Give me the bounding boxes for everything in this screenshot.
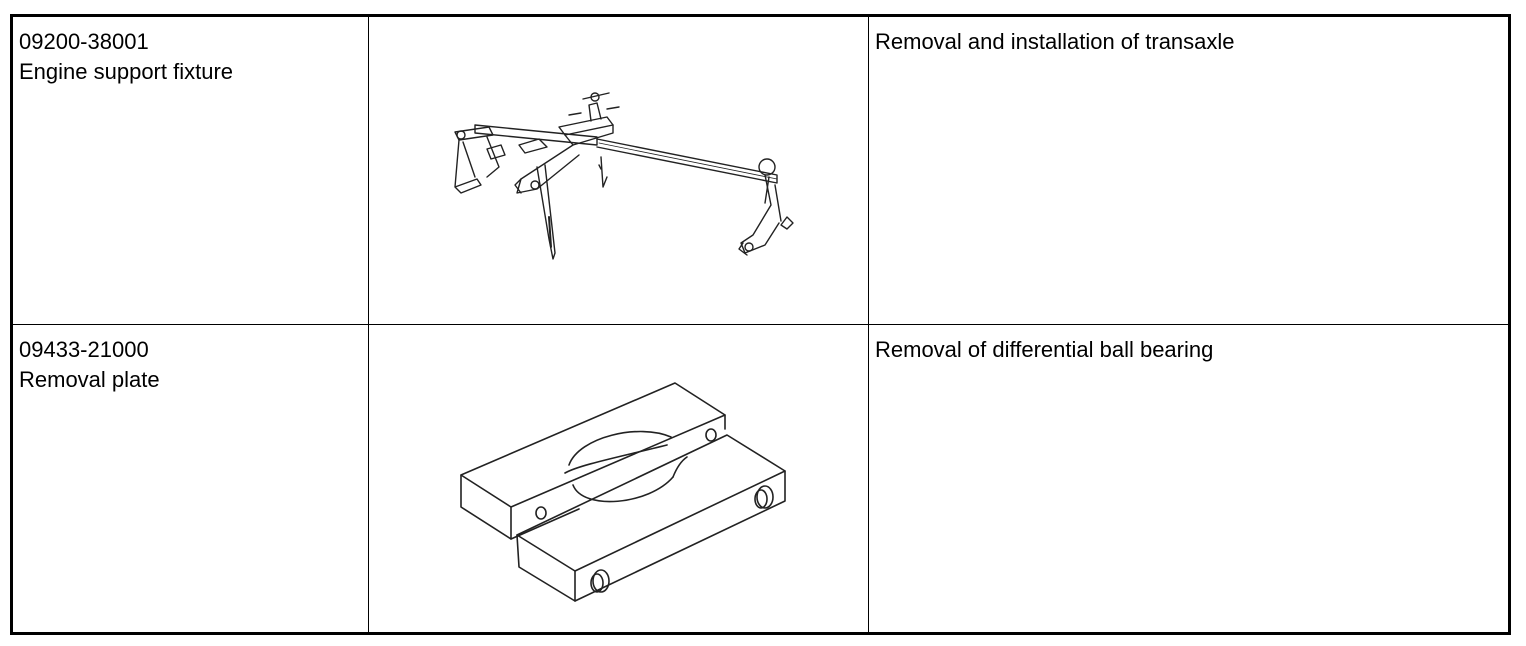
removal-plate-illustration xyxy=(460,382,786,602)
tool-name: Removal plate xyxy=(19,367,160,392)
tool-illustration-cell xyxy=(368,324,869,634)
tool-id-cell: 09200-38001 Engine support fixture xyxy=(11,15,369,325)
special-tools-table: 09200-38001 Engine support fixture xyxy=(10,14,1511,635)
tool-id-cell: 09433-21000 Removal plate xyxy=(11,324,369,634)
tool-part-number: 09433-21000 xyxy=(19,337,149,362)
tool-use-cell: Removal and installation of transaxle xyxy=(868,15,1510,325)
table-row: 09200-38001 Engine support fixture xyxy=(11,15,1510,325)
tool-use: Removal of differential ball bearing xyxy=(875,337,1214,362)
tool-use-cell: Removal of differential ball bearing xyxy=(868,324,1510,634)
engine-support-fixture-illustration xyxy=(454,92,794,260)
tool-use: Removal and installation of transaxle xyxy=(875,29,1235,54)
tool-part-number: 09200-38001 xyxy=(19,29,149,54)
tool-illustration-cell xyxy=(368,15,869,325)
tool-name: Engine support fixture xyxy=(19,59,234,84)
table-row: 09433-21000 Removal plate xyxy=(11,324,1510,634)
